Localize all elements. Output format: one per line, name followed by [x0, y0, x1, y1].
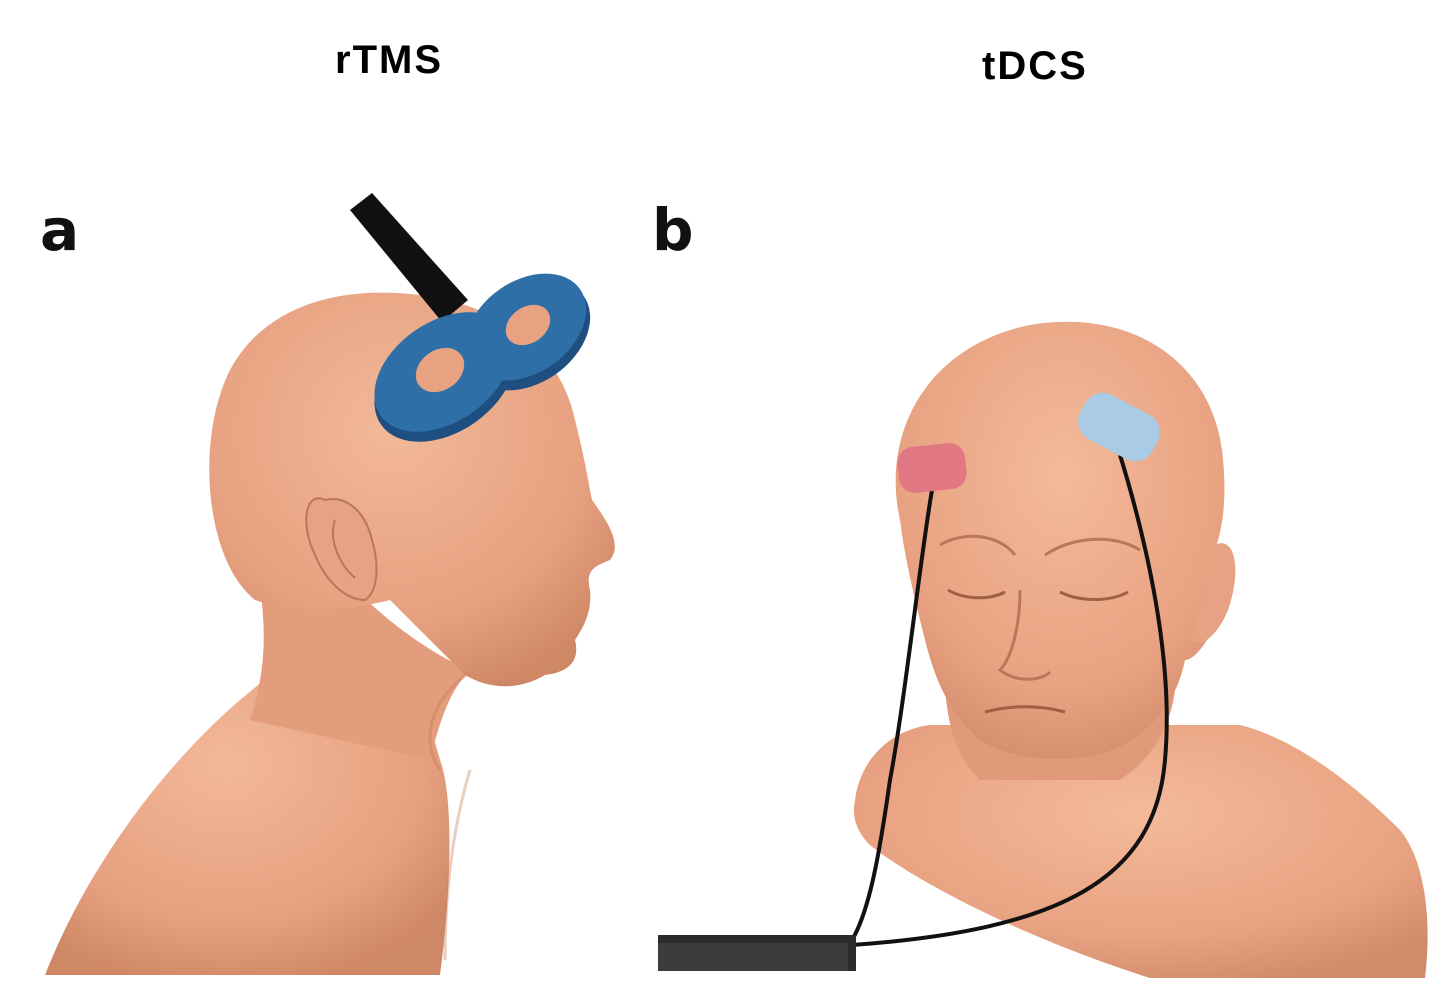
- anode-pad: [896, 442, 968, 495]
- head-profile-figure: [45, 293, 615, 975]
- stimulator-box-icon: [658, 935, 856, 971]
- head-b: [896, 322, 1230, 759]
- torso-b: [854, 725, 1428, 978]
